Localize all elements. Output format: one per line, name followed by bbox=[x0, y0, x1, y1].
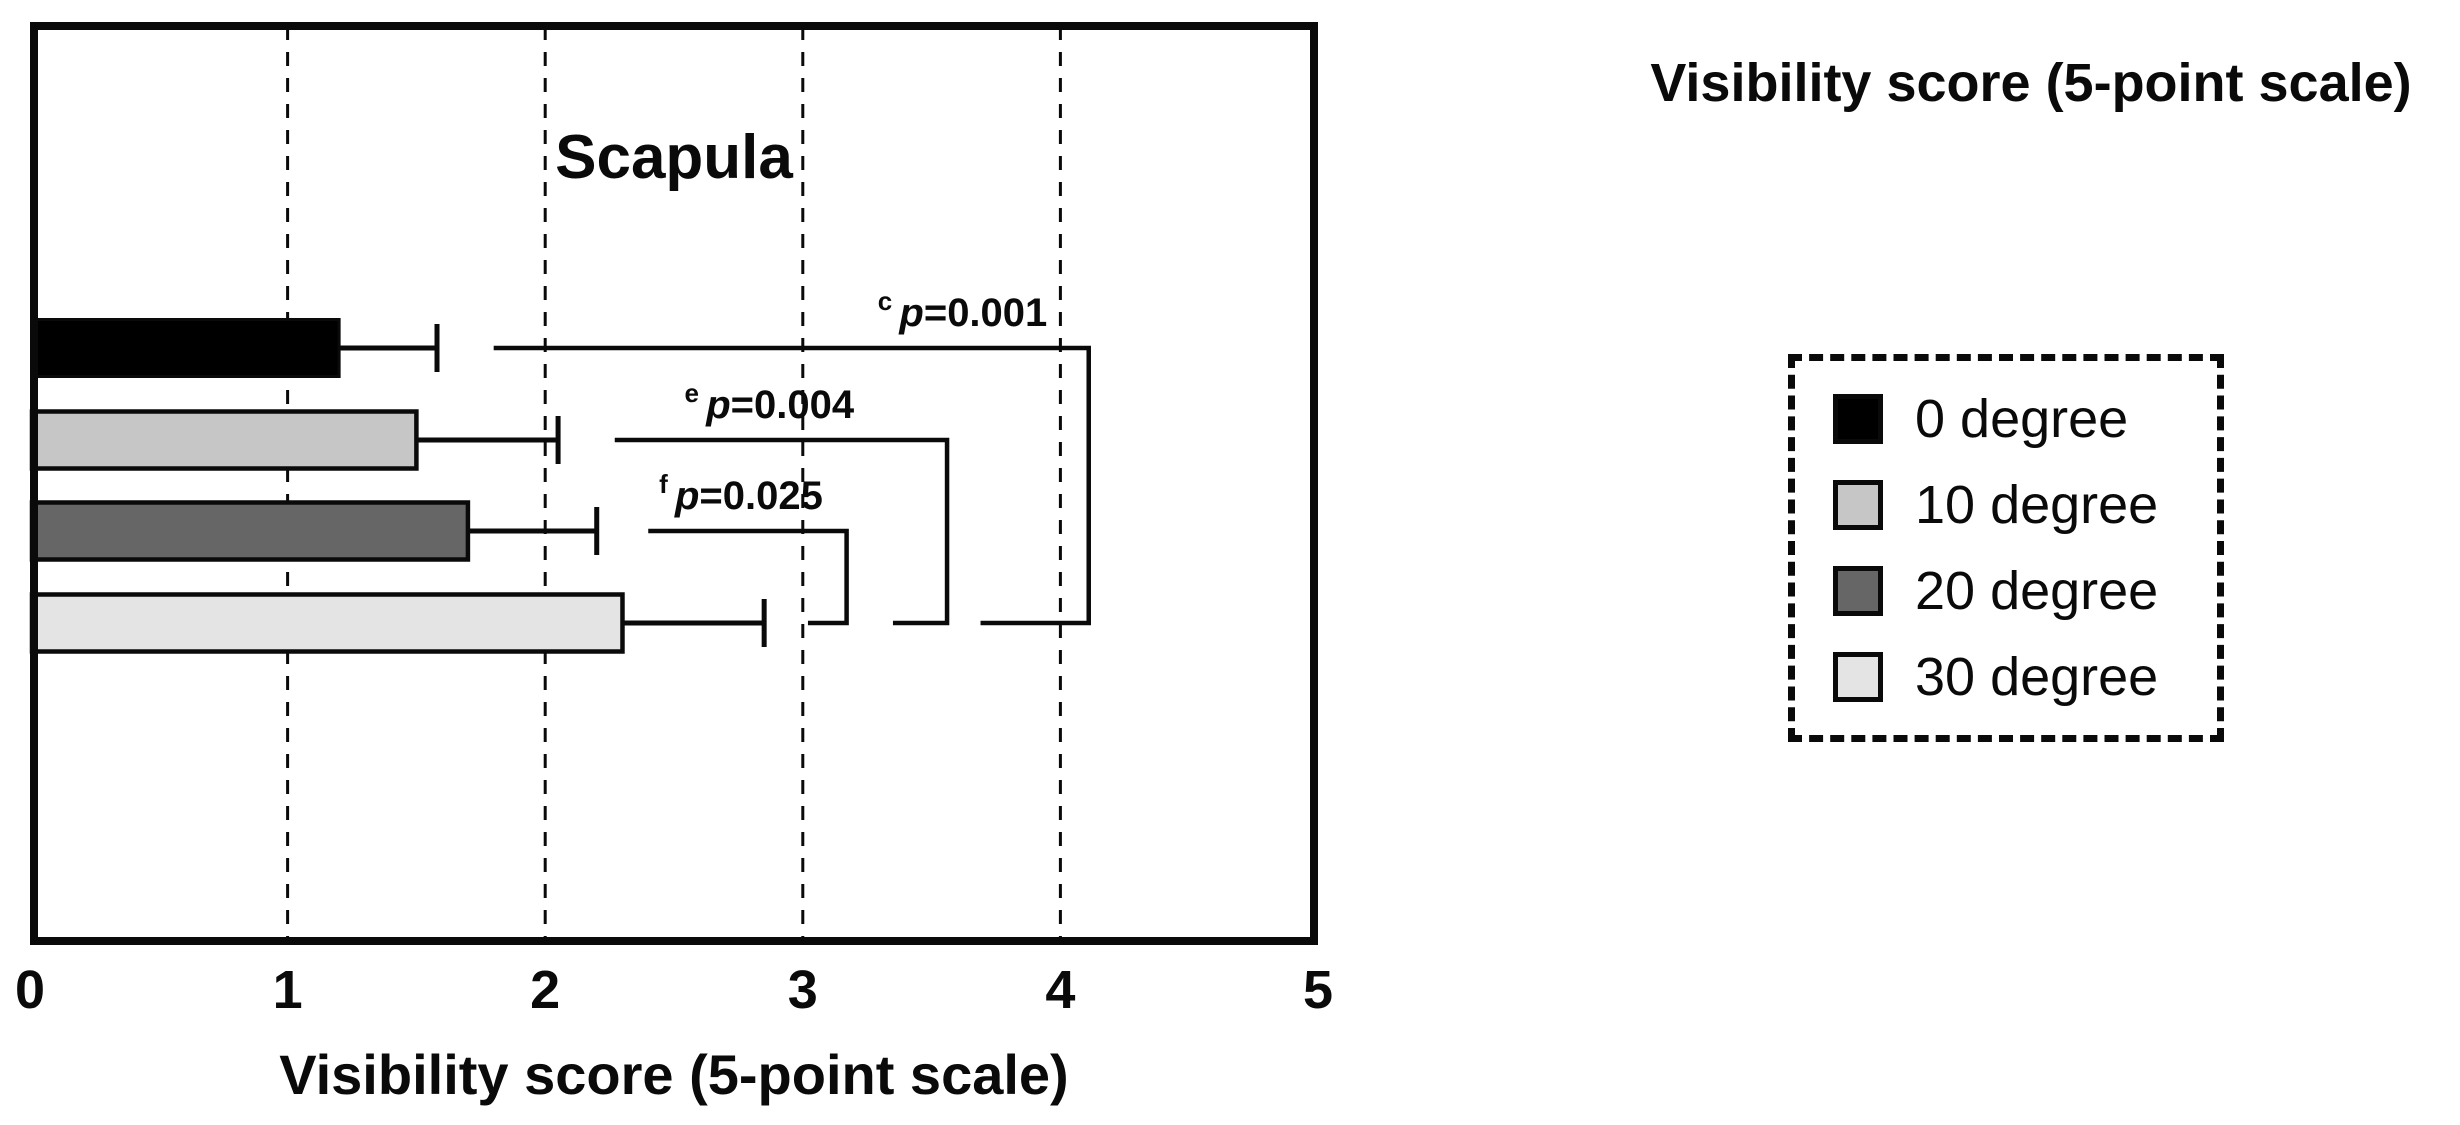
x-tick-label-2: 2 bbox=[530, 960, 560, 1020]
sig-label-e: e p=0.004 bbox=[685, 378, 855, 427]
legend-item-20-degree: 20 degree bbox=[1833, 561, 2217, 621]
bar-30-degree bbox=[29, 592, 625, 654]
legend-swatch-20-degree bbox=[1833, 566, 1883, 616]
x-tick-label-4: 4 bbox=[1045, 960, 1075, 1020]
legend-swatch-0-degree bbox=[1833, 394, 1883, 444]
right-panel-title: Visibility score (5-point scale) bbox=[1650, 53, 2412, 113]
legend-swatch-10-degree bbox=[1833, 480, 1883, 530]
legend-label-0-degree: 0 degree bbox=[1915, 389, 2129, 449]
scapula-bar-chart: c p=0.001 e p=0.004 f p=0.025 Scapula 0 1 2 3 4 5… bbox=[15, 22, 1333, 1106]
legend-label-30-degree: 30 degree bbox=[1915, 647, 2159, 707]
legend-item-0-degree: 0 degree bbox=[1833, 389, 2217, 449]
sig-label-c: c p=0.001 bbox=[878, 286, 1048, 335]
x-tick-label-1: 1 bbox=[273, 960, 303, 1020]
x-tick-label-5: 5 bbox=[1303, 960, 1333, 1020]
x-tick-label-0: 0 bbox=[15, 960, 45, 1020]
bar-0-degree bbox=[30, 318, 341, 378]
x-axis-label: Visibility score (5-point scale) bbox=[279, 1043, 1068, 1106]
x-tick-label-3: 3 bbox=[788, 960, 818, 1020]
sig-bracket-f bbox=[648, 528, 849, 626]
legend-item-10-degree: 10 degree bbox=[1833, 475, 2217, 535]
legend-label-20-degree: 20 degree bbox=[1915, 561, 2159, 621]
plot-title: Scapula bbox=[555, 123, 793, 192]
sig-bracket-c bbox=[493, 345, 1091, 626]
legend-swatch-30-degree bbox=[1833, 652, 1883, 702]
bar-20-degree bbox=[29, 500, 471, 562]
plot-border bbox=[30, 22, 1318, 945]
sig-bracket-e bbox=[614, 437, 950, 626]
bar-10-degree bbox=[29, 409, 419, 471]
legend-label-10-degree: 10 degree bbox=[1915, 475, 2159, 535]
sig-label-f: f p=0.025 bbox=[659, 469, 823, 518]
legend-item-30-degree: 30 degree bbox=[1833, 647, 2217, 707]
legend: 0 degree 10 degree 20 degree 30 degree bbox=[1788, 354, 2224, 742]
